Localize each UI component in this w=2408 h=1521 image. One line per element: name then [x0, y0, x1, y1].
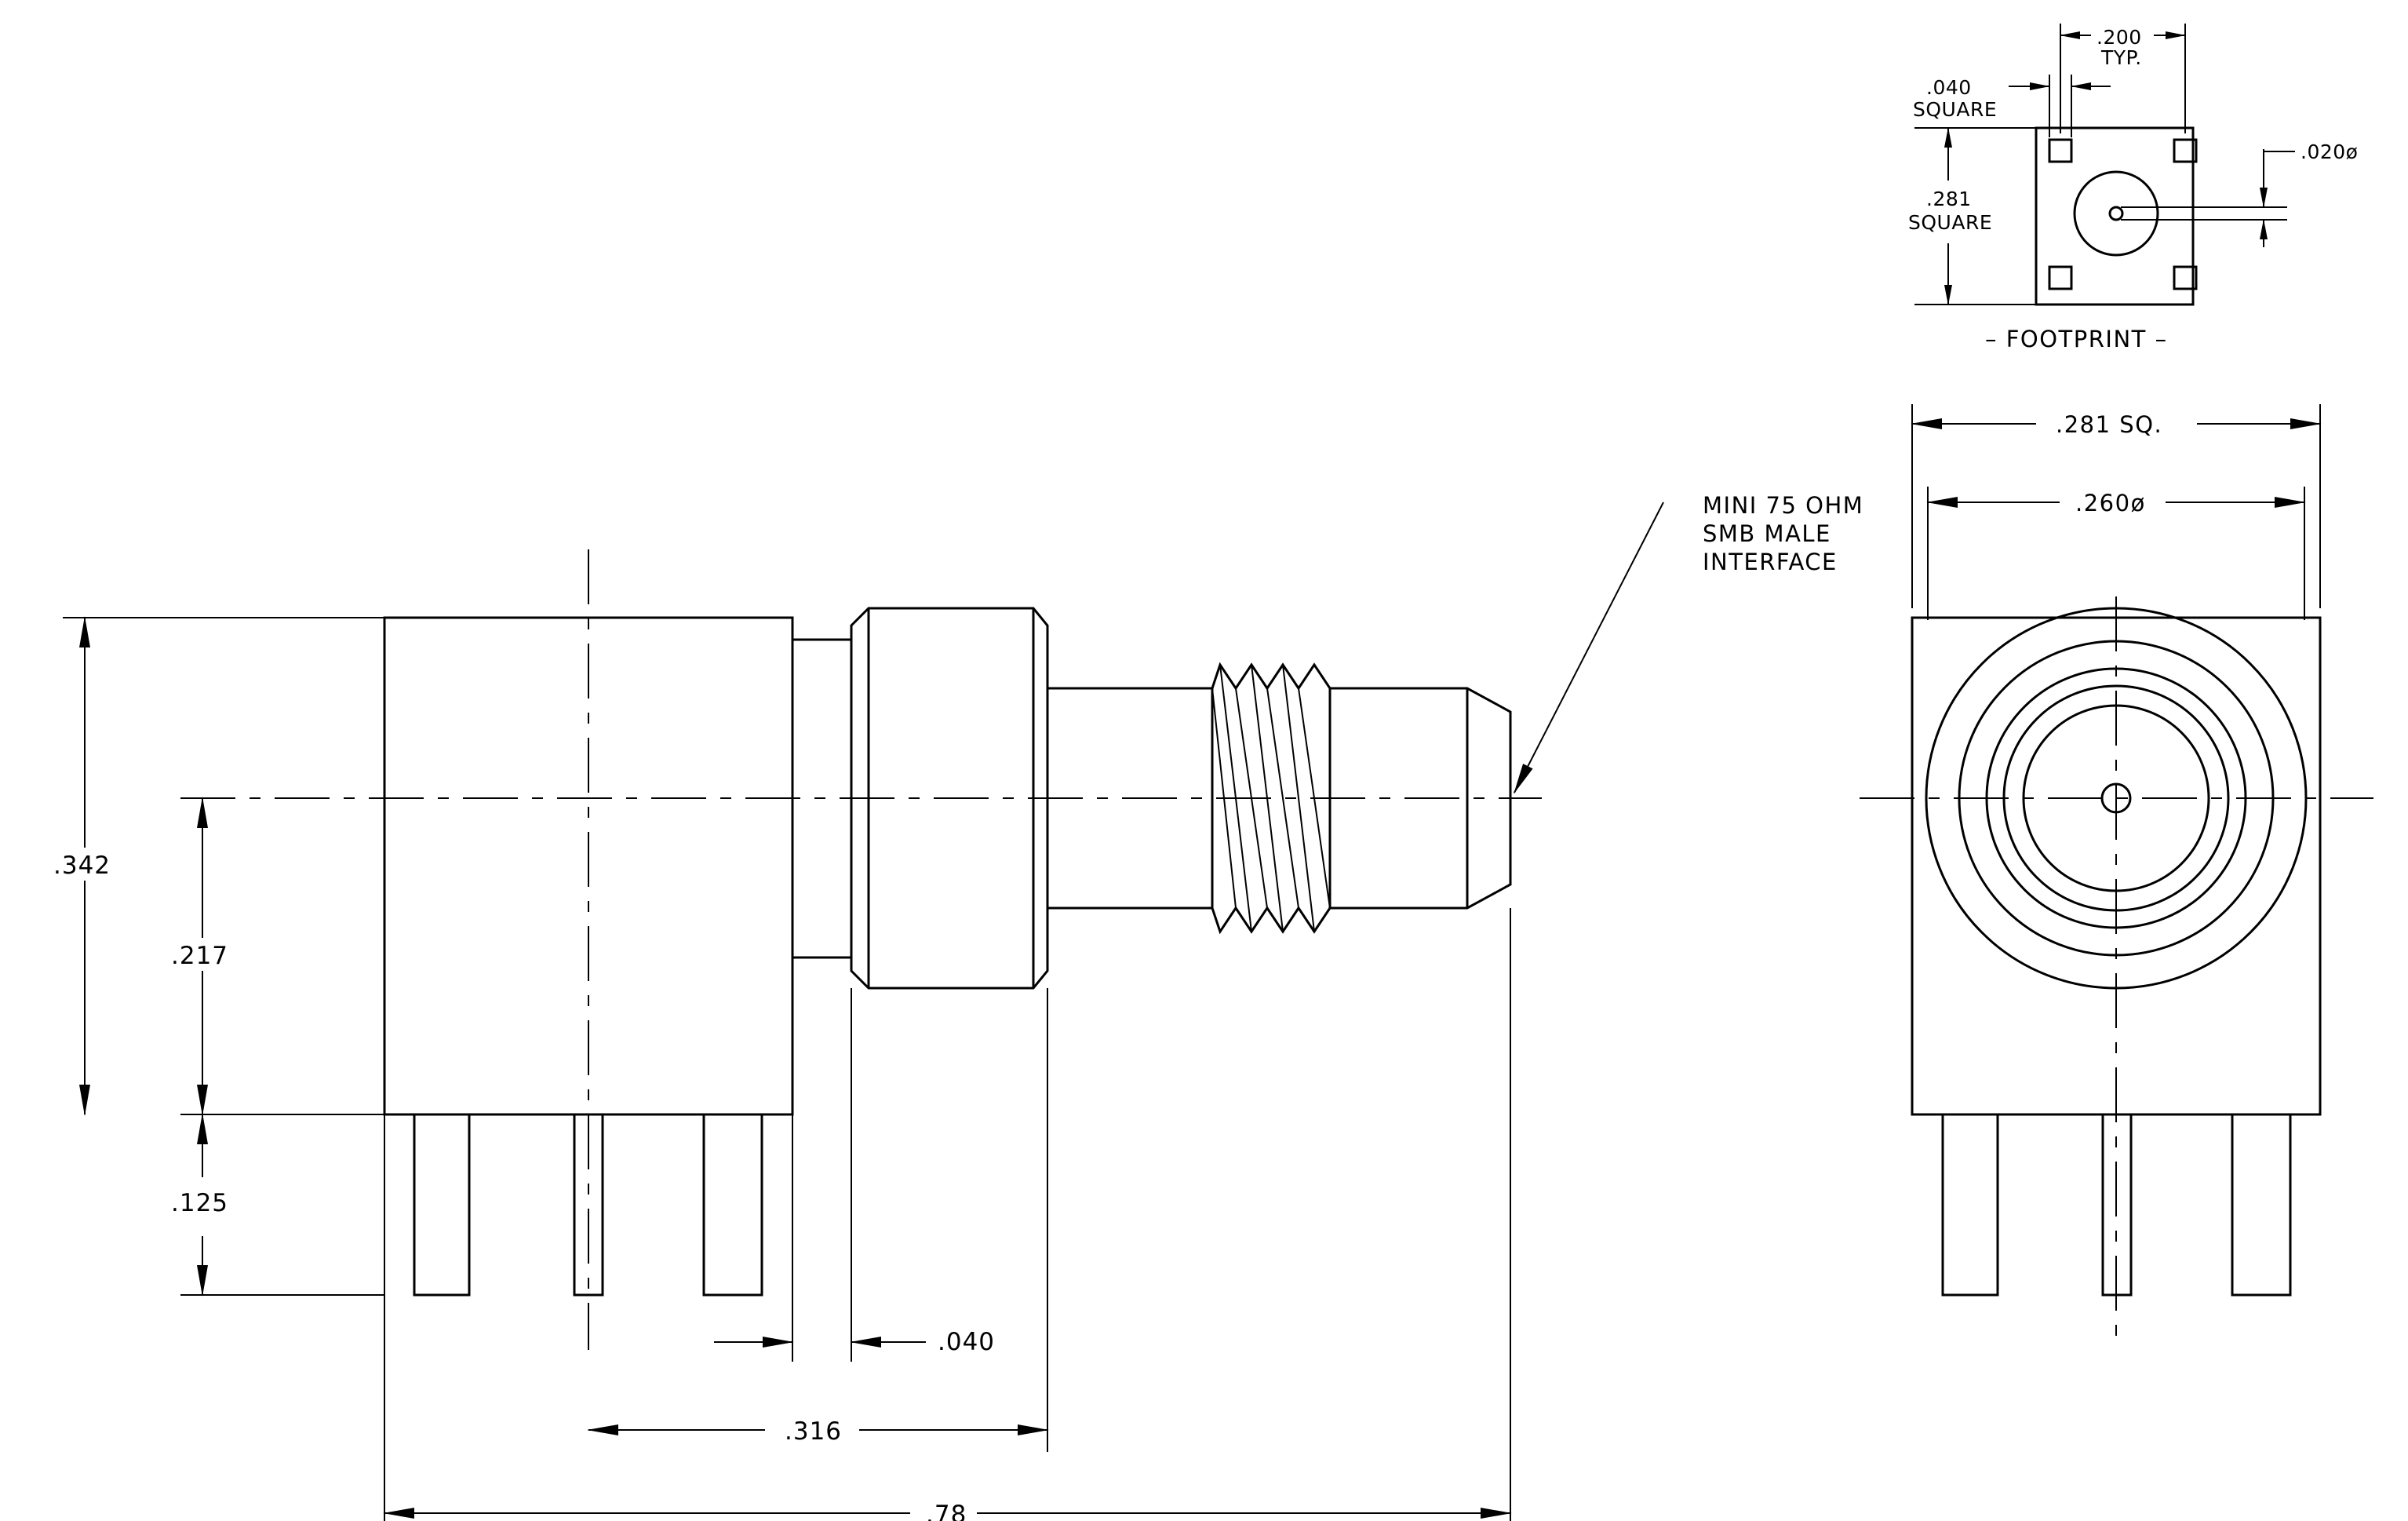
fp-pitch-note: TYP. — [2100, 46, 2142, 69]
pad-top-right — [2173, 138, 2198, 163]
dim-end-diameter: .260ø — [2075, 490, 2146, 516]
end-view: .281 SQ. .260ø — [1860, 404, 2373, 1350]
footprint-outline — [2035, 126, 2195, 306]
note-line-2: SMB MALE — [1703, 520, 1831, 547]
footprint: .200 TYP. .040 SQUARE .281 SQUARE .020ø … — [1908, 24, 2358, 352]
end-pin-right — [2231, 1113, 2292, 1297]
footprint-title: – FOOTPRINT – — [1985, 326, 2168, 352]
dim-overall-height: .342 — [53, 852, 111, 880]
dim-flange-to-body: .316 — [785, 1417, 842, 1446]
pad-bottom-right — [2173, 265, 2198, 290]
dim-centerline-height: .217 — [171, 942, 228, 970]
fp-center-hole: .020ø — [2301, 140, 2358, 163]
center-ring — [2073, 170, 2159, 257]
side-view: .342 .217 .125 .040 .316 .78 MINI 75 OHM… — [47, 492, 1863, 1521]
fp-pad-size-value: .040 — [1926, 76, 1972, 99]
pin-right — [702, 1113, 763, 1297]
note-line-1: MINI 75 OHM — [1703, 492, 1863, 519]
dim-end-square: .281 SQ. — [2056, 411, 2162, 438]
fp-outline-value: .281 — [1926, 188, 1972, 210]
fp-outline-note: SQUARE — [1908, 211, 1992, 234]
dim-flange-width: .040 — [938, 1328, 995, 1356]
interface-note: MINI 75 OHM SMB MALE INTERFACE — [1703, 492, 1863, 575]
end-pin-left — [1941, 1113, 1999, 1297]
center-hole — [2108, 206, 2124, 221]
fp-pad-size-note: SQUARE — [1913, 98, 1997, 121]
pin-left — [413, 1113, 471, 1297]
dim-overall-length: .78 — [926, 1501, 967, 1521]
pad-top-left — [2048, 138, 2073, 163]
fp-pitch-value: .200 — [2097, 26, 2142, 49]
pad-bottom-left — [2048, 265, 2073, 290]
dim-pin-length: .125 — [171, 1189, 228, 1217]
note-line-3: INTERFACE — [1703, 549, 1838, 575]
